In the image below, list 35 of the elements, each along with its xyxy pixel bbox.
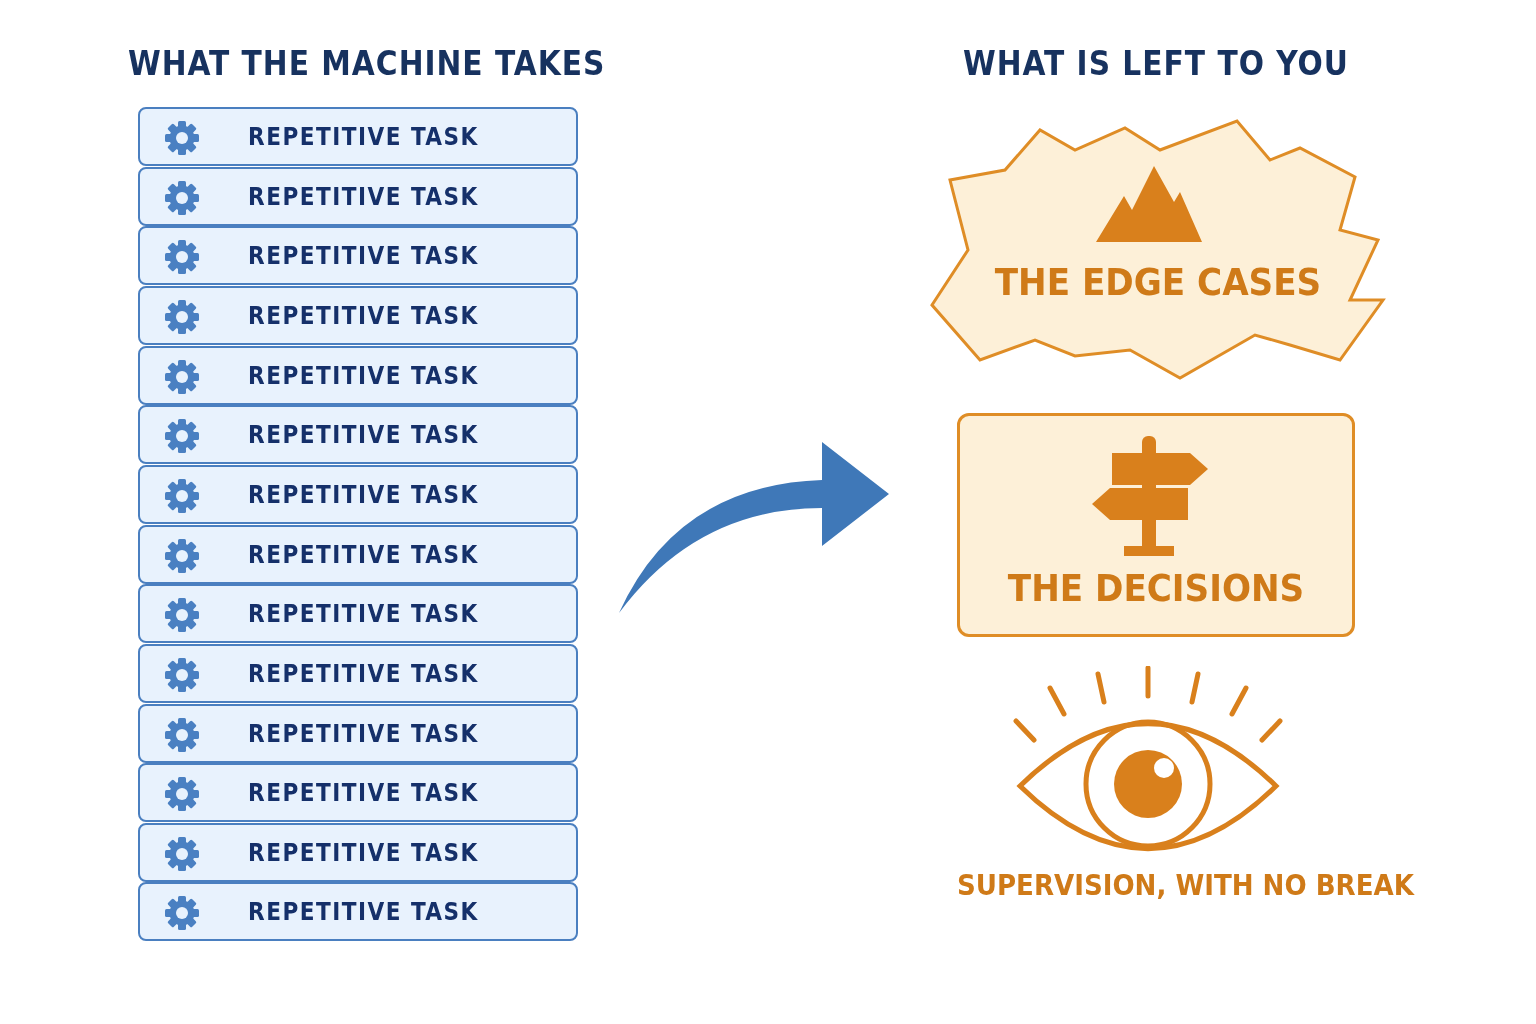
task-card bbox=[138, 882, 578, 942]
task-text: REPETITIVE TASK bbox=[248, 123, 479, 151]
task-text: REPETITIVE TASK bbox=[248, 600, 479, 629]
task-text: REPETITIVE TASK bbox=[248, 838, 479, 867]
task-text: REPETITIVE TASK bbox=[248, 659, 479, 688]
task-card bbox=[138, 703, 578, 763]
task-text: REPETITIVE TASK bbox=[248, 719, 479, 748]
caption-text: SUPERVISION, WITH NO BREAK bbox=[957, 868, 1414, 902]
column-heading: WHAT IS LEFT TO YOU bbox=[963, 44, 1349, 83]
task-card bbox=[138, 763, 578, 823]
task-text: REPETITIVE TASK bbox=[248, 301, 479, 330]
task-card bbox=[138, 285, 578, 345]
task-text: REPETITIVE TASK bbox=[248, 421, 479, 450]
task-text: REPETITIVE TASK bbox=[248, 361, 479, 390]
task-text: REPETITIVE TASK bbox=[248, 480, 479, 509]
task-card bbox=[138, 405, 578, 465]
card-title: THE DECISIONS bbox=[1006, 566, 1306, 610]
decision-card bbox=[957, 413, 1355, 637]
task-text: REPETITIVE TASK bbox=[248, 182, 479, 211]
task-card bbox=[138, 345, 578, 405]
starburst-shape bbox=[930, 118, 1386, 380]
task-card bbox=[138, 107, 578, 166]
task-card bbox=[138, 166, 578, 226]
task-text: REPETITIVE TASK bbox=[248, 779, 479, 808]
task-card bbox=[138, 524, 578, 584]
task-card bbox=[138, 226, 578, 286]
task-card bbox=[138, 464, 578, 524]
column-heading: WHAT THE MACHINE TAKES bbox=[128, 44, 606, 83]
task-card bbox=[138, 584, 578, 644]
task-text: REPETITIVE TASK bbox=[248, 242, 479, 271]
task-card bbox=[138, 643, 578, 703]
task-text: REPETITIVE TASK bbox=[248, 898, 479, 927]
task-card bbox=[138, 822, 578, 882]
card-title: THE EDGE CASES bbox=[993, 260, 1323, 304]
task-text: REPETITIVE TASK bbox=[248, 540, 479, 569]
